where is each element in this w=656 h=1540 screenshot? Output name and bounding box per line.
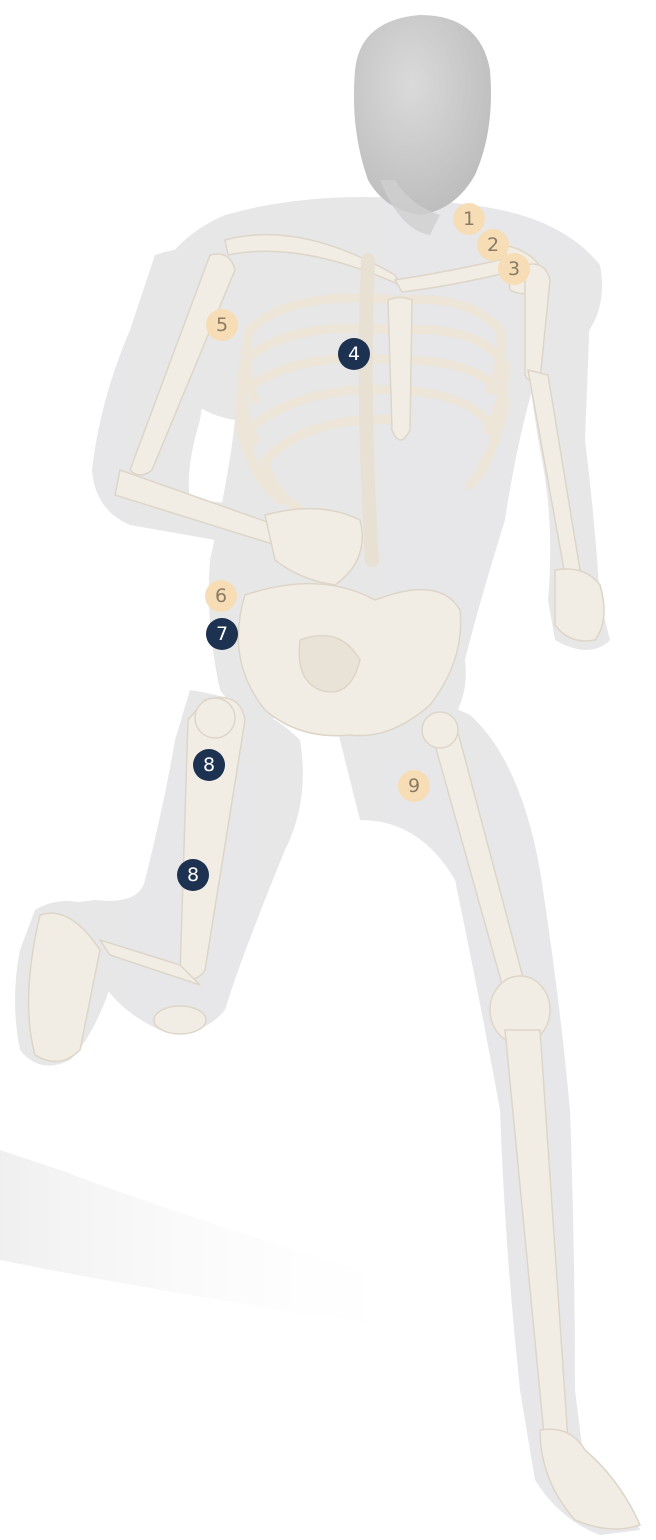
marker-label: 3 (508, 260, 520, 279)
marker-5: 5 (206, 309, 238, 341)
marker-6: 6 (205, 580, 237, 612)
marker-label: 1 (463, 210, 475, 229)
marker-label: 5 (216, 316, 228, 335)
marker-label: 9 (408, 777, 420, 796)
marker-1: 1 (453, 203, 485, 235)
marker-8-lower: 8 (177, 859, 209, 891)
marker-label: 2 (487, 236, 499, 255)
marker-7: 7 (206, 618, 238, 650)
marker-label: 4 (348, 345, 360, 364)
marker-9: 9 (398, 770, 430, 802)
ground-shadow (0, 1150, 430, 1330)
marker-label: 6 (215, 587, 227, 606)
marker-4: 4 (338, 338, 370, 370)
marker-label: 8 (187, 866, 199, 885)
marker-8-upper: 8 (193, 749, 225, 781)
marker-label: 7 (216, 625, 228, 644)
marker-3: 3 (498, 253, 530, 285)
marker-label: 8 (203, 756, 215, 775)
